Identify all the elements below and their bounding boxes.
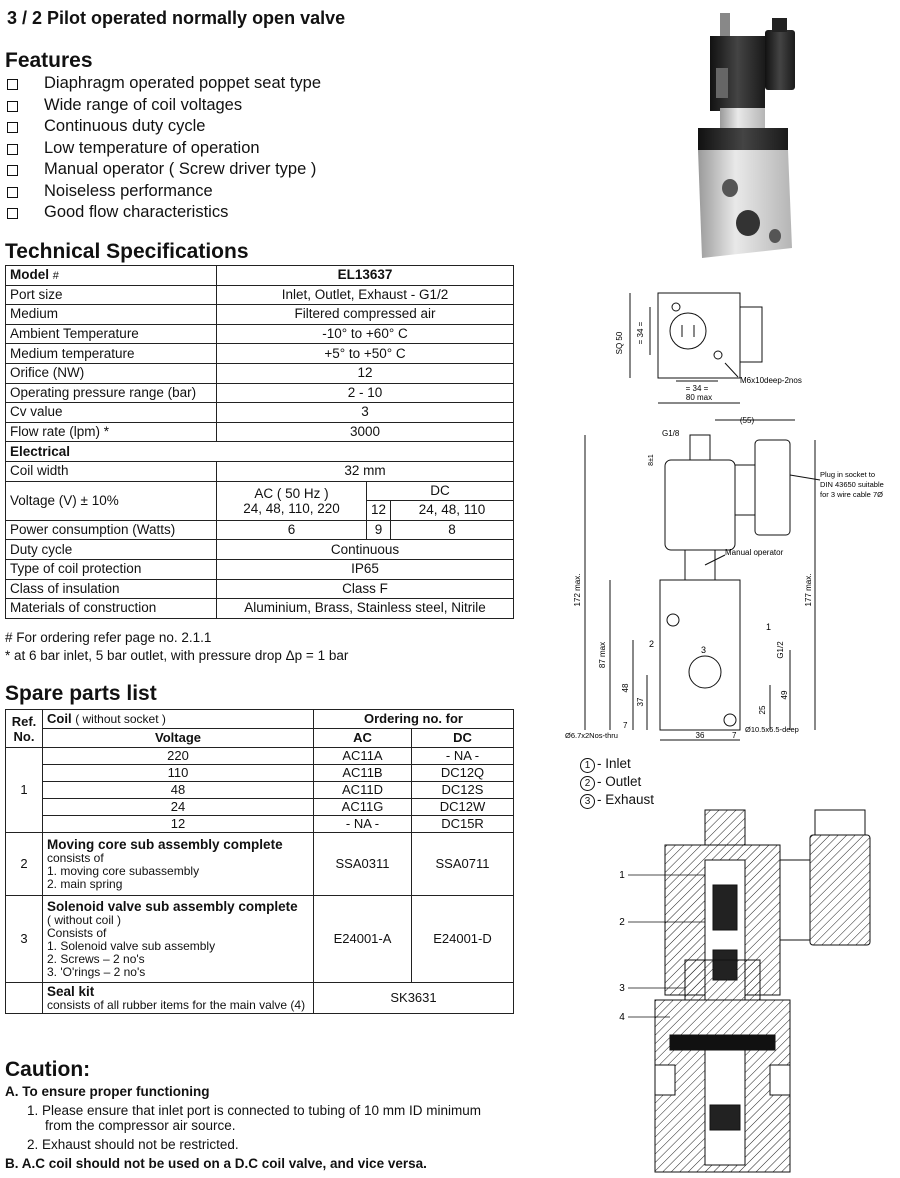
dim-label: Ø10.5x6.5-deep <box>745 725 799 734</box>
caution-heading: Caution: <box>5 1058 91 1081</box>
dim-label: 177 max. <box>804 574 813 607</box>
dim-label: SQ 50 <box>615 331 624 354</box>
caution-a2: 2. Exhaust should not be restricted. <box>27 1137 239 1152</box>
table-row: 110 AC11B DC12Q <box>6 764 514 782</box>
feature-item: Continuous duty cycle <box>5 116 321 138</box>
dim-label: Ø6.7x2Nos-thru <box>565 731 618 740</box>
legend-item: 2- Outlet <box>580 773 654 791</box>
checkbox-bullet-icon <box>7 79 18 90</box>
part-label: 2 <box>619 917 625 928</box>
feature-item: Good flow characteristics <box>5 202 321 224</box>
table-row: Seal kit consists of all rubber items fo… <box>5 982 514 1014</box>
table-row: Ref. No. Coil ( without socket ) Orderin… <box>5 709 514 748</box>
table-row: Voltage (V) ± 10% AC ( 50 Hz )24, 48, 11… <box>5 480 514 521</box>
dim-label: M6x10deep-2nos <box>740 376 802 385</box>
dim-label: = 34 = <box>686 384 709 393</box>
plug-note: for 3 wire cable 7Ø <box>820 490 883 499</box>
checkbox-bullet-icon <box>7 100 18 112</box>
checkbox-bullet-icon <box>7 122 18 133</box>
plug-note: DIN 43650 suitable <box>820 480 884 489</box>
legend-item: 1- Inlet <box>580 755 654 773</box>
table-row: 2 Moving core sub assembly complete cons… <box>5 832 514 896</box>
tech-spec-heading: Technical Specifications <box>5 240 249 263</box>
feature-item: Low temperature of operation <box>5 138 321 160</box>
feature-item: Noiseless performance <box>5 181 321 203</box>
part-label: 1 <box>619 870 625 881</box>
table-row: Flow rate (lpm) *3000 <box>5 421 514 443</box>
table-row: Voltage AC DC <box>6 728 514 748</box>
table-row: Operating pressure range (bar)2 - 10 <box>5 382 514 404</box>
checkbox-bullet-icon <box>7 165 18 176</box>
table-row: 3 Solenoid valve sub assembly complete (… <box>5 895 514 983</box>
dim-label: 80 max <box>686 393 712 402</box>
table-row: Model # EL13637 <box>5 265 514 286</box>
dim-label: 48 <box>621 683 630 692</box>
features-list: Diaphragm operated poppet seat type Wide… <box>5 73 321 224</box>
port-legend: 1- Inlet 2- Outlet 3- Exhaust <box>580 755 654 809</box>
valve-photo <box>698 13 795 258</box>
side-view-drawing: (55) G1/8 8±1 Plug in socket to DIN 4365… <box>565 416 884 741</box>
feature-item: Manual operator ( Screw driver type ) <box>5 159 321 181</box>
table-row: Orifice (NW)12 <box>5 362 514 384</box>
feature-item: Diaphragm operated poppet seat type <box>5 73 321 95</box>
dim-label: G1/8 <box>662 429 680 438</box>
part-label: 4 <box>619 1012 625 1023</box>
dim-label: = 34 = <box>636 321 645 344</box>
dim-label: 7 <box>623 721 628 730</box>
caution-b: B. A.C coil should not be used on a D.C … <box>5 1156 427 1171</box>
spare-parts-table: Ref. No. Coil ( without socket ) Orderin… <box>5 709 514 1014</box>
flow-footnote: * at 6 bar inlet, 5 bar outlet, with pre… <box>5 648 349 663</box>
dim-label: 7 <box>732 731 737 740</box>
manual-operator-label: Manual operator <box>725 548 784 557</box>
feature-item: Wide range of coil voltages <box>5 95 321 117</box>
legend-item: 3- Exhaust <box>580 791 654 809</box>
cross-section-drawing: 1 2 3 4 <box>619 809 871 1173</box>
port-label: 3 <box>701 645 706 655</box>
dim-label: 25 <box>758 705 767 714</box>
top-view-drawing: SQ 50 = 34 = = 34 = M6x10deep-2nos 80 ma… <box>615 292 802 404</box>
part-label: 3 <box>619 983 625 994</box>
dim-label: 172 max. <box>573 574 582 607</box>
dim-label: (55) <box>740 416 755 425</box>
table-row: 12 - NA - DC15R <box>6 815 514 833</box>
table-row: Ambient Temperature-10° to +60° C <box>5 323 514 345</box>
ordering-note: # For ordering refer page no. 2.1.1 <box>5 630 212 645</box>
table-row: 48 AC11D DC12S <box>6 781 514 799</box>
table-row: 24 AC11G DC12W <box>6 798 514 816</box>
dim-label: 87 max <box>598 642 607 668</box>
checkbox-bullet-icon <box>7 143 18 155</box>
table-row: 1 220 AC11A - NA - <box>5 747 514 833</box>
port-label: 1 <box>766 622 771 632</box>
port-label: 2 <box>649 639 654 649</box>
plug-note: Plug in socket to <box>820 470 875 479</box>
checkbox-bullet-icon <box>7 208 18 219</box>
dim-label: G1/2 <box>776 641 785 659</box>
features-heading: Features <box>5 49 93 72</box>
table-row: Medium temperature+5° to +50° C <box>5 343 514 364</box>
dim-label: 49 <box>780 690 789 699</box>
caution-a1: 1. Please ensure that inlet port is conn… <box>27 1103 481 1118</box>
caution-a1-cont: from the compressor air source. <box>45 1118 236 1133</box>
checkbox-bullet-icon <box>7 186 18 198</box>
dim-label: 37 <box>636 697 645 706</box>
table-row: Power consumption (Watts) 6 9 8 <box>5 519 514 541</box>
spare-parts-heading: Spare parts list <box>5 682 157 705</box>
table-row: Electrical <box>5 441 514 462</box>
dim-label: 36 <box>696 731 705 740</box>
caution-a: A. To ensure proper functioning <box>5 1084 210 1099</box>
page-title: 3 / 2 Pilot operated normally open valve <box>7 8 346 28</box>
dim-label: 8±1 <box>648 454 655 466</box>
